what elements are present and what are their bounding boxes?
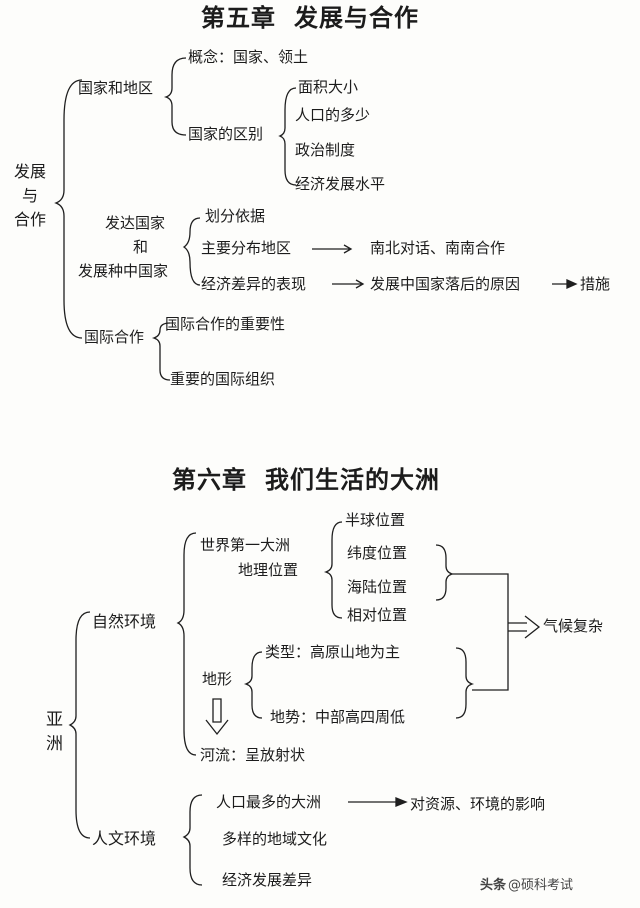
ch6-root-label-1: 亚 (46, 710, 63, 730)
ch5-diff-politics: 政治制度 (295, 141, 356, 159)
ch6-economic-disparity: 经济发展差异 (222, 871, 313, 889)
chapter6-title: 第六章我们生活的大洲 (172, 468, 440, 492)
ch5-diff-population: 人口的多少 (295, 106, 371, 124)
ch6-natural-environment: 自然环境 (92, 612, 157, 631)
ch5-diff-economy: 经济发展水平 (295, 175, 386, 193)
ch6-terrain-down-arrow (205, 698, 229, 736)
ch6-terrain-trend: 地势：中部高四周低 (270, 708, 406, 726)
ch5-measures: 措施 (580, 275, 611, 293)
ch5-branch2-brace (182, 217, 201, 286)
ch6-terrain-right-brace (455, 647, 475, 719)
ch5-economic-gap: 经济差异的表现 (201, 275, 307, 293)
ch5-branch3-brace (151, 322, 171, 381)
chapter5-number: 第五章 (201, 3, 276, 32)
ch5-cooperation-importance: 国际合作的重要性 (165, 315, 286, 333)
ch6-impact-resources: 对资源、环境的影响 (410, 795, 546, 813)
watermark-account: @硕科考试 (508, 878, 574, 893)
ch6-relative-position: 相对位置 (347, 606, 408, 624)
ch6-climate-complex: 气候复杂 (543, 617, 604, 635)
watermark: 头条@硕科考试 (480, 874, 573, 893)
ch5-branch-developing: 发展种中国家 (78, 262, 169, 280)
ch5-backwardness-reasons: 发展中国家落后的原因 (370, 275, 521, 293)
ch6-terrain-type: 类型：高原山地为主 (265, 643, 401, 661)
ch6-geographic-position: 地理位置 (238, 561, 299, 579)
ch6-climate-arrow (508, 615, 541, 639)
ch5-arrow-final-head (566, 278, 578, 290)
ch6-terrain-brace (243, 651, 263, 719)
ch5-division-basis: 划分依据 (205, 207, 266, 225)
ch5-country-difference: 国家的区别 (188, 125, 264, 143)
chapter6-number: 第六章 (172, 465, 247, 494)
ch6-diverse-culture: 多样的地域文化 (222, 830, 328, 848)
ch6-land-sea-position: 海陆位置 (347, 578, 408, 596)
ch5-diff-area: 面积大小 (298, 78, 359, 96)
ch5-distribution: 主要分布地区 (201, 239, 292, 257)
ch5-concept: 概念：国家、领土 (188, 48, 309, 66)
ch5-diff-brace (278, 87, 297, 186)
ch6-root-brace (68, 611, 91, 839)
ch5-branch1-brace (163, 57, 187, 136)
ch6-human-brace (182, 794, 203, 886)
ch6-impact-arrow-head (395, 797, 408, 807)
ch6-nature-brace (176, 532, 197, 756)
ch5-arrow-region (312, 244, 353, 254)
ch6-climate-connector (452, 573, 509, 691)
chapter5-title: 第五章发展与合作 (201, 6, 419, 30)
ch6-most-populous: 人口最多的大洲 (216, 793, 322, 811)
ch5-arrow-econ (332, 279, 365, 289)
ch6-terrain: 地形 (202, 670, 233, 688)
ch5-branch-countries: 国家和地区 (78, 79, 154, 97)
ch6-rivers: 河流：呈放射状 (200, 746, 306, 764)
chapter5-name: 发展与合作 (294, 3, 419, 32)
ch5-branch-developed: 发达国家 (105, 214, 166, 232)
ch5-branch-cooperation: 国际合作 (84, 328, 145, 346)
ch6-positions-right-brace (435, 544, 455, 601)
ch5-root-label-2: 与 (22, 186, 39, 205)
ch5-root-label-1: 发展 (14, 162, 47, 181)
ch5-root-label-3: 合作 (14, 210, 47, 229)
ch6-positions-brace (323, 521, 343, 619)
ch5-root-brace (54, 79, 83, 339)
ch5-international-orgs: 重要的国际组织 (170, 370, 276, 388)
ch5-branch-and: 和 (133, 238, 149, 256)
watermark-platform: 头条 (480, 878, 507, 893)
chapter6-name: 我们生活的大洲 (265, 465, 440, 494)
ch6-largest-continent: 世界第一大洲 (200, 536, 291, 554)
ch6-root-label-2: 洲 (46, 734, 63, 754)
ch6-hemisphere-position: 半球位置 (345, 511, 406, 529)
ch5-north-south-dialogue: 南北对话、南南合作 (370, 239, 506, 257)
ch6-latitude-position: 纬度位置 (347, 544, 408, 562)
ch6-human-environment: 人文环境 (92, 829, 157, 848)
